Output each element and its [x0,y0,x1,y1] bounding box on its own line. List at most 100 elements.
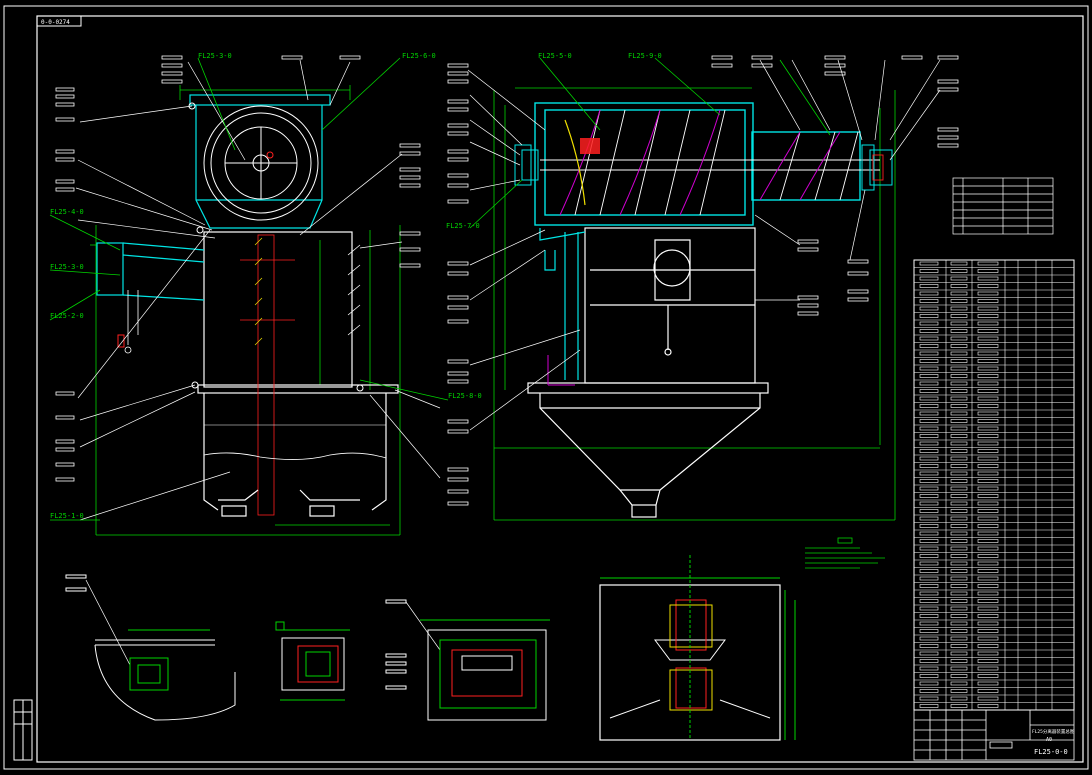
parts-cell-mark [977,306,999,311]
parts-cell-mark [950,351,968,356]
parts-cell-mark [919,366,939,371]
parts-cell-mark [919,561,939,566]
drain-rod [124,290,139,354]
parts-cell-mark [950,456,968,461]
parts-cell-mark [950,381,968,386]
parts-cell-mark [919,554,939,558]
parts-cell-mark [977,696,999,701]
outer-border [3,5,1089,770]
parts-cell-mark [919,374,939,378]
screw-flights [559,109,841,216]
parts-cell-mark [950,584,968,588]
parts-cell-mark [950,299,968,303]
parts-cell-mark [919,681,939,686]
parts-cell-mark [950,464,968,468]
rotor-wheel [203,105,319,221]
callout-screw-left: FL25-5-0 [538,52,572,60]
column-hatch [254,237,263,346]
parts-cell-mark [977,479,999,483]
hatched-block [580,138,600,154]
parts-cell-mark [950,516,968,521]
parts-cell-mark [977,659,999,663]
parts-cell-mark [919,456,939,461]
parts-cell-mark [950,644,968,648]
title-block [913,709,1075,761]
parts-cell-mark [919,524,939,528]
parts-cell-mark [977,614,999,618]
parts-cell-mark [919,306,939,311]
parts-cell-mark [977,291,999,296]
parts-cell-mark [977,434,999,438]
parts-cell-mark [919,546,939,551]
parts-cell-mark [977,351,999,356]
parts-cell-mark [977,449,999,453]
parts-cell-mark [977,269,999,273]
parts-cell-mark [919,404,939,408]
parts-cell-mark [919,674,939,678]
parts-cell-mark [919,576,939,581]
parts-cell-mark [919,644,939,648]
sheet-tag: 0-0-0274 [41,19,70,26]
parts-cell-mark [977,681,999,686]
parts-cell-mark [950,666,968,671]
parts-cell-mark [977,509,999,513]
drawing-number: FL25-0-0 [1034,748,1068,756]
parts-cell-mark [919,449,939,453]
parts-cell-mark [919,584,939,588]
parts-cell-mark [977,501,999,506]
parts-cell-mark [977,261,999,266]
parts-cell-mark [919,689,939,693]
parts-cell-mark [919,389,939,393]
parts-cell-mark [950,501,968,506]
parts-cell-mark [950,306,968,311]
side-dimension-lines [493,87,896,521]
parts-cell-mark [977,546,999,551]
parts-cell-mark [977,554,999,558]
parts-cell-mark [977,524,999,528]
parts-cell-mark [919,441,939,446]
screw-trough [534,102,861,226]
screw-flight-yellow [564,119,586,206]
parts-cell-mark [950,554,968,558]
side-view: FL25-5-0 FL25-9-0 FL25-7-0 [446,52,959,521]
parts-cell-mark [977,419,999,423]
parts-cell-mark [919,659,939,663]
small-parts-table [952,177,1054,235]
parts-cell-mark [919,269,939,273]
parts-cell-mark [919,494,939,498]
parts-cell-mark [919,629,939,633]
parts-cell-mark [950,389,968,393]
parts-cell-mark [977,606,999,611]
callout-base: FL25-8-0 [448,392,482,400]
parts-cell-mark [919,621,939,626]
parts-cell-mark [950,614,968,618]
front-dimension-lines [90,85,401,536]
parts-cell-mark [950,531,968,536]
parts-cell-mark [919,636,939,641]
parts-cell-mark [950,509,968,513]
parts-cell-mark [919,291,939,296]
parts-cell-mark [950,411,968,416]
callout-inlet-lower: FL25-2-0 [50,312,84,320]
parts-cell-mark [977,321,999,326]
parts-cell-mark [977,636,999,641]
parts-cell-mark [950,396,968,401]
parts-cell-mark [977,329,999,333]
parts-cell-mark [919,704,939,708]
parts-cell-mark [977,411,999,416]
parts-cell-mark [950,696,968,701]
parts-cell-mark [919,666,939,671]
side-label-tabs [447,55,959,506]
parts-cell-mark [977,344,999,348]
parts-cell-mark [950,471,968,476]
parts-cell-mark [977,366,999,371]
parts-cell-mark [977,359,999,363]
parts-cell-mark [950,621,968,626]
rotor-hub-marker [266,151,274,159]
parts-cell-mark [919,501,939,506]
parts-cell-mark [919,509,939,513]
parts-cell-mark [977,621,999,626]
parts-cell-mark [950,276,968,281]
side-callout-leaders [469,57,831,229]
parts-cell-mark [950,284,968,288]
